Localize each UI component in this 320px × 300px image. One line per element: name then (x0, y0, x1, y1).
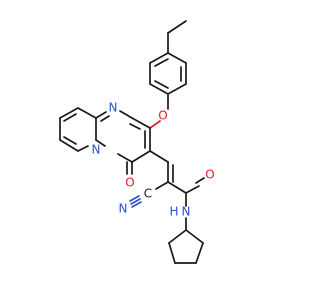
aromatic-bond (63, 136, 77, 145)
amide-oxygen-label: O (205, 168, 214, 182)
amide-hydrogen-label: H (169, 205, 178, 219)
bond (168, 229, 187, 244)
bond (185, 185, 200, 194)
bond (149, 120, 161, 129)
pyridine-ring (59, 107, 97, 152)
aromatic-bond (154, 80, 169, 89)
aromatic-bond (63, 113, 77, 122)
bond (195, 177, 205, 184)
bridge-nitrogen-label: N (92, 143, 101, 157)
ketone-oxygen-label: O (125, 176, 134, 190)
nitrile-nitrogen-label: N (119, 202, 128, 216)
acrylamide-chain (129, 150, 205, 231)
triple-bond (130, 198, 141, 205)
bond (131, 150, 151, 163)
bond (59, 139, 79, 152)
bond (77, 107, 97, 119)
aromatic-bond (129, 123, 141, 130)
triple-bond (131, 201, 142, 208)
bond (131, 117, 151, 129)
amide-nitrogen-label: N (182, 205, 191, 219)
structure-svg: O N N O O N C N H (59, 20, 215, 264)
bond (95, 139, 106, 147)
aromatic-bond (154, 58, 169, 67)
bond (59, 107, 79, 119)
ethylphenyl-ring (149, 52, 187, 95)
bond (95, 111, 107, 119)
pyrimidinone-ring (95, 110, 151, 163)
bond (167, 52, 187, 64)
triple-bond (129, 195, 140, 202)
nitrile-carbon-label: C (144, 187, 152, 201)
molecule-diagram: O N N O O N C N H (59, 20, 215, 264)
cyclopentyl-ring (168, 229, 204, 264)
bond (185, 229, 204, 244)
bond (168, 242, 176, 264)
ring-nitrogen-label: N (109, 101, 118, 115)
bond (155, 181, 169, 190)
aromatic-bond (100, 115, 110, 122)
bond (195, 242, 204, 264)
ether-oxygen-label: O (158, 109, 167, 123)
bond (149, 83, 169, 95)
bond (119, 110, 133, 119)
bond (167, 20, 187, 34)
ethyl-group (167, 20, 187, 54)
bond (167, 83, 187, 95)
bond (149, 52, 169, 64)
bond (167, 181, 187, 194)
bond (77, 145, 89, 152)
bond (117, 153, 133, 163)
bond (149, 150, 169, 163)
